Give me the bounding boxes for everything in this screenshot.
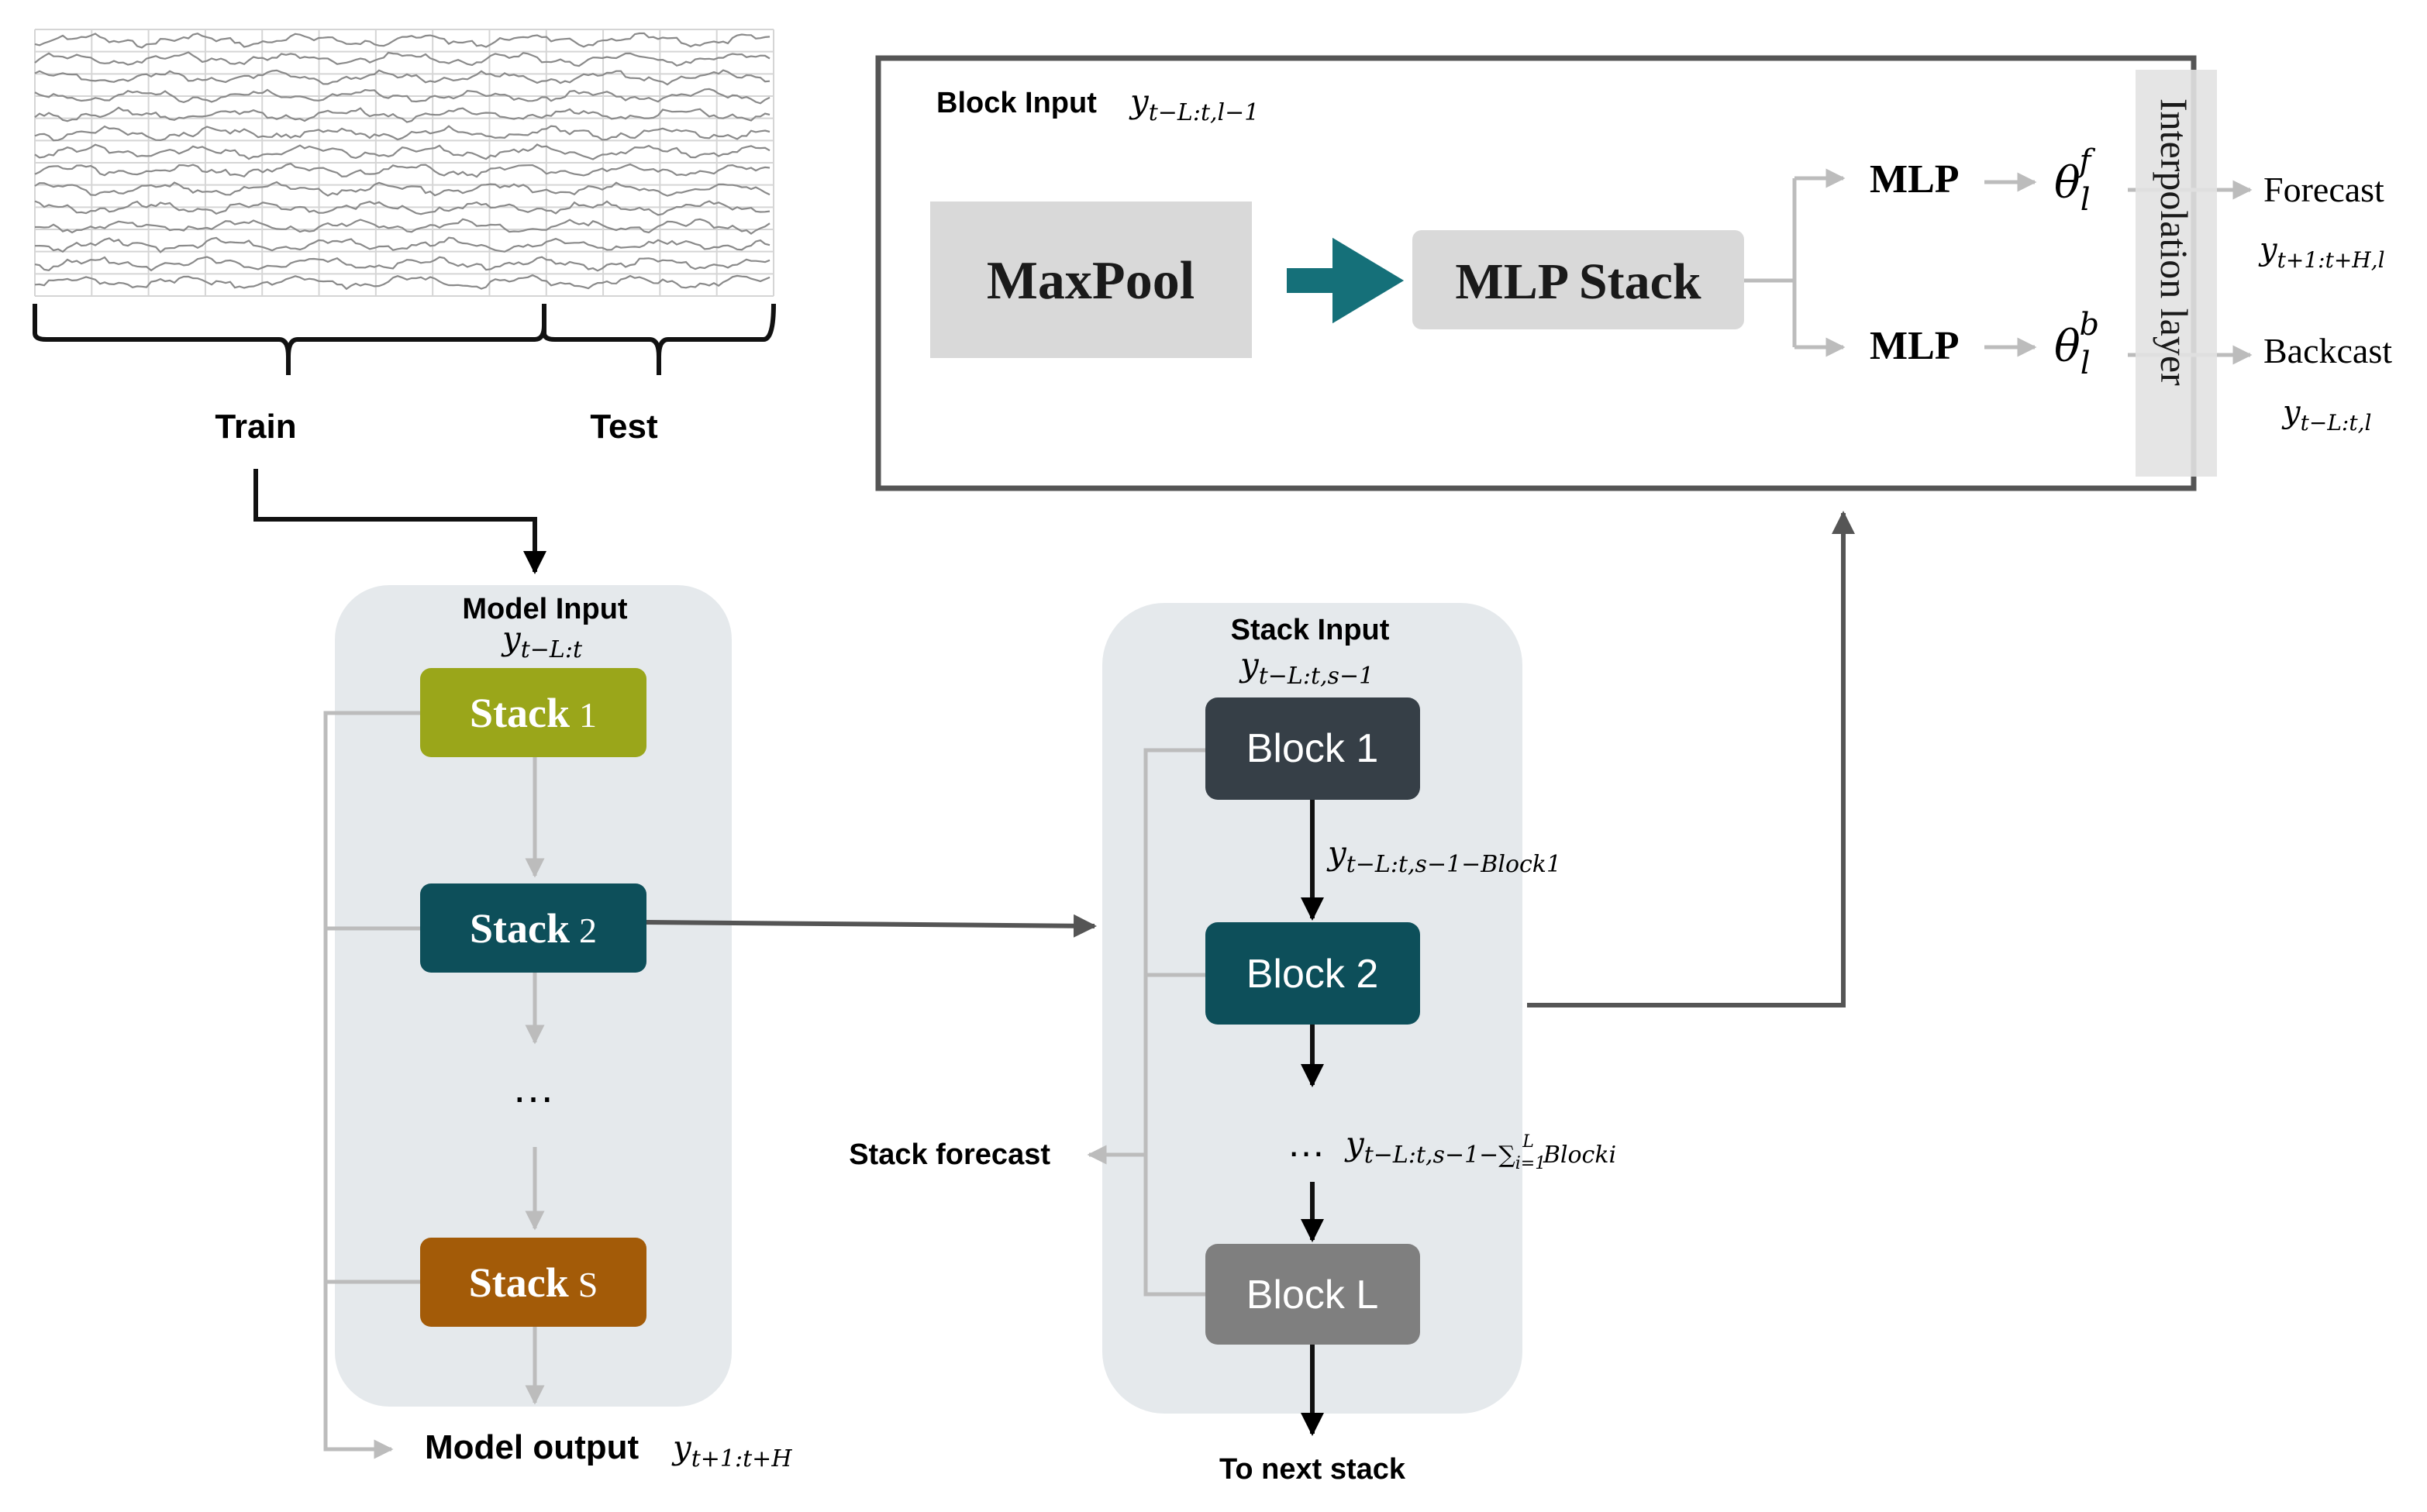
signal-trace [34, 181, 771, 197]
signal-trace [34, 162, 771, 178]
stack-2-box[interactable] [420, 883, 646, 973]
signal-trace [34, 51, 771, 67]
signal-trace [34, 274, 771, 291]
signal-trace [34, 236, 771, 253]
backcast-symbol: yt−L:t,l [2281, 394, 2371, 436]
train-to-model-arrow [253, 469, 546, 574]
signal-trace [34, 32, 771, 49]
model-output-symbol: yt+1:t+H [671, 1428, 792, 1472]
train-label: Train [215, 408, 296, 446]
stack-forecast-label: Stack forecast [849, 1138, 1050, 1171]
block-2-label: Block 2 [1246, 952, 1379, 997]
theta-backcast-symbol: θlb [2054, 307, 2099, 381]
model-output-label: Model output [425, 1428, 639, 1466]
stack2-to-stack-panel-arrow [646, 914, 1097, 938]
maxpool-label: MaxPool [987, 251, 1195, 311]
block-l-label: Block L [1246, 1273, 1379, 1317]
model-connectors [323, 711, 545, 1459]
stack-s-box[interactable] [420, 1238, 646, 1327]
signal-trace [35, 218, 771, 235]
interpolation-layer-box[interactable] [2136, 70, 2217, 477]
stack-input-symbol: yt−L:t,s−1 [1239, 646, 1374, 690]
signal-trace [34, 143, 771, 160]
test-label: Test [590, 408, 658, 446]
time-series-plot [34, 29, 774, 297]
model-input-label: Model Input [462, 593, 628, 625]
stack-input-label: Stack Input [1231, 614, 1390, 646]
block2-to-detail-arrow [1527, 511, 1855, 1007]
mlp-backcast-label: MLP [1870, 324, 1960, 368]
signal-trace [34, 106, 771, 123]
residual-1-symbol: yt−L:t,s−1−Block1 [1326, 834, 1561, 878]
block-l-box[interactable] [1205, 1244, 1420, 1345]
mlp-stack-label: MLP Stack [1455, 253, 1701, 310]
to-next-stack-label: To next stack [1219, 1453, 1406, 1486]
block-input-symbol: yt−L:t,l−1 [1129, 82, 1259, 126]
interpolation-layer-label: Interpolation layer [2153, 98, 2196, 386]
stack-1-box[interactable] [420, 668, 646, 757]
maxpool-box[interactable] [930, 201, 1252, 358]
maxpool-to-mlpstack-arrow [1287, 237, 1405, 324]
backcast-label: Backcast [2263, 331, 2392, 370]
block-input-label: Block Input [936, 87, 1097, 119]
block-2-box[interactable] [1205, 922, 1420, 1025]
signal-trace [34, 69, 771, 86]
signal-trace [34, 125, 771, 142]
stack-connectors [1087, 748, 1205, 1297]
test-brace [542, 303, 776, 375]
forecast-symbol: yt+1:t+H,l [2258, 232, 2385, 273]
signal-trace [34, 200, 771, 216]
block-1-label: Block 1 [1246, 726, 1379, 771]
model-ellipsis: … [512, 1063, 555, 1111]
forecast-label: Forecast [2263, 170, 2384, 209]
residual-ellipsis: … [1287, 1121, 1326, 1165]
block-1-box[interactable] [1205, 697, 1420, 800]
mlp-stack-box[interactable] [1412, 230, 1744, 329]
train-brace [33, 304, 546, 375]
signal-trace [34, 256, 771, 272]
model-input-symbol: yt−L:t [501, 619, 583, 663]
mlp-forecast-label: MLP [1870, 157, 1960, 201]
signal-trace [34, 88, 771, 105]
